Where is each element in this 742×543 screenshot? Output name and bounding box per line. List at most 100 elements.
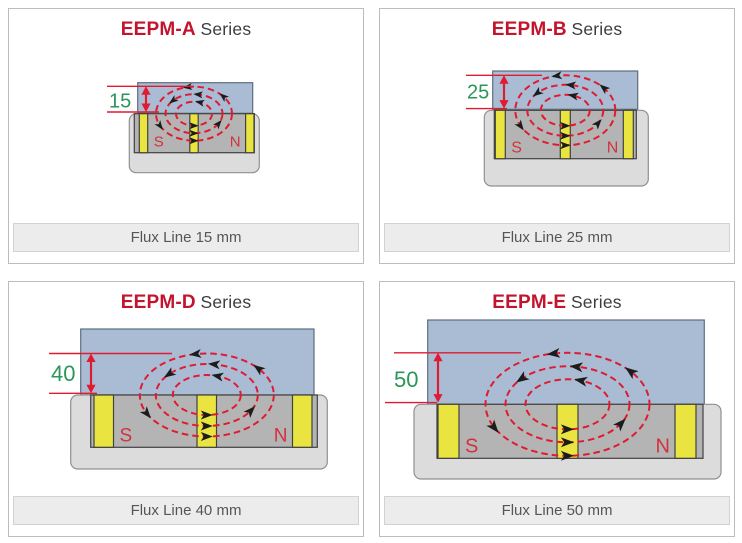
flux-arrows (514, 71, 611, 150)
pole-left-label: S (465, 435, 478, 457)
panel-title: EEPM-A Series (9, 19, 363, 41)
caption-bar: Flux Line 50 mm (384, 496, 730, 525)
dimension-arrowhead-down (86, 384, 96, 394)
pole-left-label: S (154, 134, 164, 151)
pole-right-label: N (230, 134, 241, 151)
panel-eepm-d: EEPM-D Series S N 40 Flux Line 40 mm (8, 281, 364, 537)
pole-left (138, 113, 149, 154)
flux-direction-arrow (200, 432, 213, 441)
pole-left (93, 394, 115, 448)
flux-direction-arrow (560, 424, 575, 435)
flux-direction-arrow (139, 406, 151, 419)
workpiece-block (492, 70, 639, 110)
flux-direction-arrow (613, 418, 626, 432)
caption-text: Flux Line 40 mm (130, 502, 242, 519)
workpiece-block (80, 328, 315, 396)
flux-arrows (139, 348, 266, 441)
flux-diagram-eepm-e: S N 50 (385, 319, 722, 480)
dimension-arrowhead-down (499, 100, 509, 109)
flux-arrows (486, 347, 639, 461)
dimension-group: 40 (49, 352, 172, 395)
flux-direction-arrow (514, 119, 524, 131)
flux-direction-arrow (189, 129, 199, 137)
dimension-arrowhead-down (141, 103, 151, 112)
dimension-group: 25 (466, 74, 542, 110)
dimension-arrowhead-up (499, 75, 509, 84)
dimension-value: 15 (109, 90, 131, 112)
caption-bar: Flux Line 25 mm (384, 223, 730, 252)
flux-diagram-eepm-a: S N 15 (107, 82, 260, 174)
panel-title: EEPM-B Series (380, 19, 734, 41)
flux-direction-arrow (169, 95, 179, 104)
dimension-value: 25 (467, 81, 489, 103)
panel-title: EEPM-D Series (9, 292, 363, 314)
pole-left (437, 403, 460, 459)
series-code: EEPM-D (120, 292, 196, 313)
workpiece-block (427, 319, 705, 405)
flux-direction-arrow (574, 376, 588, 387)
flux-direction-arrow (200, 421, 213, 431)
flux-diagram-eepm-d: S N 40 (49, 328, 328, 470)
flux-direction-arrow (560, 450, 575, 461)
panel-eepm-e: EEPM-E Series S N 50 Flux Line 50 mm (379, 281, 735, 537)
series-code: EEPM-B (491, 19, 567, 40)
dimension-arrowhead-up (86, 353, 96, 362)
pole-right (674, 403, 697, 459)
flux-direction-arrow (560, 121, 571, 130)
pole-right (291, 394, 313, 448)
series-suffix: Series (571, 19, 623, 39)
dimension-arrowhead-up (433, 352, 443, 362)
flux-direction-arrow (591, 119, 602, 130)
flux-direction-arrow (189, 348, 202, 358)
flux-direction-arrow (193, 91, 203, 99)
caption-bar: Flux Line 40 mm (13, 496, 359, 525)
flux-ellipse (155, 85, 233, 142)
caption-bar: Flux Line 15 mm (13, 223, 359, 252)
pole-left-label: S (120, 425, 133, 446)
flux-direction-arrow (625, 367, 639, 380)
flux-direction-arrow (154, 120, 163, 130)
pole-right (622, 109, 634, 160)
flux-direction-arrow (546, 347, 561, 358)
flux-direction-arrow (599, 84, 611, 95)
flux-direction-arrow (189, 137, 199, 145)
caption-text: Flux Line 15 mm (130, 229, 242, 246)
flux-direction-arrow (569, 362, 584, 373)
flux-arrows (154, 83, 229, 145)
flux-direction-arrow (212, 119, 222, 130)
flux-direction-arrow (551, 71, 563, 80)
pole-right-label: N (274, 425, 288, 446)
panel-title: EEPM-E Series (380, 292, 734, 314)
panel-eepm-a: EEPM-A Series S N 15 Flux Line 15 mm (8, 8, 364, 264)
pole-left-label: S (511, 140, 522, 157)
dimension-arrowhead-up (141, 86, 151, 95)
flux-direction-arrow (567, 92, 579, 101)
flux-direction-arrow (515, 371, 530, 383)
flux-direction-arrow (200, 410, 213, 420)
series-suffix: Series (200, 292, 252, 312)
workpiece-block (137, 82, 254, 114)
caption-text: Flux Line 50 mm (501, 502, 613, 519)
series-suffix: Series (200, 19, 252, 39)
series-code: EEPM-A (120, 19, 196, 40)
pole-left (494, 109, 506, 160)
caption-text: Flux Line 25 mm (501, 229, 613, 246)
flux-direction-arrow (243, 406, 256, 418)
flux-direction-arrow (207, 360, 221, 370)
flux-direction-arrow (560, 437, 575, 448)
pole-right (245, 113, 255, 154)
dimension-value: 40 (51, 361, 75, 386)
flux-direction-arrow (253, 364, 266, 376)
flux-direction-arrow (219, 93, 229, 103)
flux-direction-arrow (565, 81, 577, 90)
flux-direction-arrow (163, 367, 177, 378)
series-suffix: Series (570, 292, 622, 312)
flux-direction-arrow (532, 86, 544, 97)
flux-direction-arrow (211, 372, 225, 382)
flux-direction-arrow (560, 131, 571, 140)
pole-right-label: N (656, 435, 670, 457)
flux-ellipse (526, 83, 605, 137)
dimension-group: 50 (385, 352, 521, 404)
